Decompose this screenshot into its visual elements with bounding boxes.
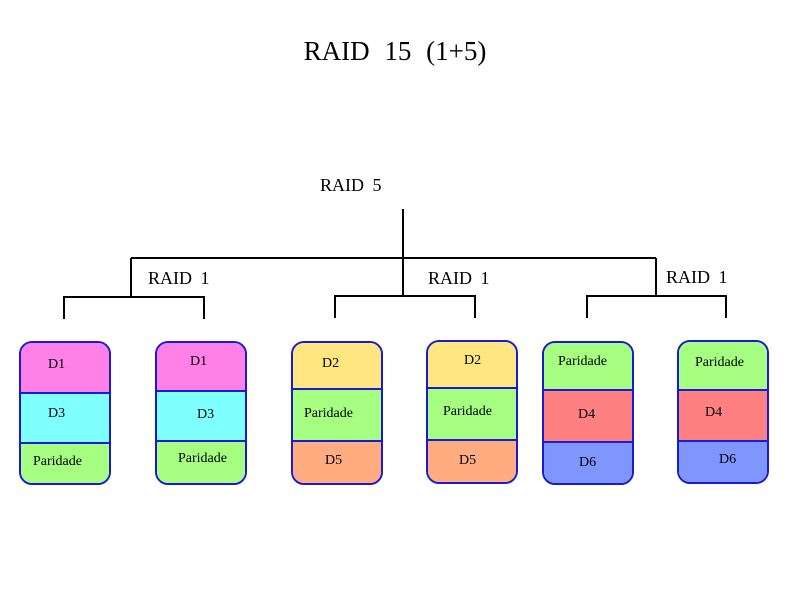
segment-label: Paridade: [443, 404, 492, 419]
disk-segment: D5: [428, 441, 516, 482]
diagram-title: RAID 15 (1+5): [303, 36, 487, 66]
disk-segment: D6: [679, 442, 767, 482]
disk-segment: D3: [21, 394, 109, 444]
segment-label: Paridade: [33, 454, 82, 469]
disk-segment: Paridade: [21, 444, 109, 483]
raid1-middle-label: RAID 1: [428, 268, 490, 288]
disk-segment: D3: [157, 392, 245, 442]
disk-4: D2 Paridade D5: [426, 340, 518, 484]
raid1-right-label: RAID 1: [666, 267, 728, 287]
disk-segment: D2: [293, 343, 381, 390]
disk-1: D1 D3 Paridade: [19, 341, 111, 485]
disk-segment: D1: [21, 343, 109, 394]
segment-label: D5: [325, 453, 343, 468]
disk-6: Paridade D4 D6: [677, 340, 769, 484]
segment-label: D6: [719, 452, 737, 467]
segment-label: D4: [578, 407, 596, 422]
segment-label: D2: [464, 353, 482, 368]
segment-label: D3: [48, 406, 66, 421]
disk-segment: Paridade: [544, 343, 632, 391]
segment-label: D6: [579, 455, 597, 470]
segment-label: Paridade: [178, 451, 227, 466]
segment-label: D3: [197, 407, 215, 422]
disk-segment: D5: [293, 442, 381, 483]
segment-label: D1: [48, 357, 66, 372]
segment-label: D4: [705, 405, 723, 420]
disk-segment: Paridade: [428, 389, 516, 441]
segment-label: D5: [459, 453, 477, 468]
disk-segment: D1: [157, 343, 245, 392]
disk-segment: Paridade: [157, 442, 245, 483]
disk-segment: D2: [428, 342, 516, 389]
segment-label: Paridade: [558, 354, 607, 369]
raid5-label: RAID 5: [320, 175, 382, 195]
segment-label: Paridade: [695, 355, 744, 370]
disk-2: D1 D3 Paridade: [155, 341, 247, 485]
segment-label: Paridade: [304, 406, 353, 421]
segment-label: D1: [190, 354, 208, 369]
disk-segment: D4: [544, 391, 632, 443]
raid1-left-label: RAID 1: [148, 268, 210, 288]
disk-segment: D6: [544, 443, 632, 483]
disk-segment: Paridade: [293, 390, 381, 442]
segment-label: D2: [322, 356, 340, 371]
disk-3: D2 Paridade D5: [291, 341, 383, 485]
disk-5: Paridade D4 D6: [542, 341, 634, 485]
disk-segment: Paridade: [679, 342, 767, 391]
disk-segment: D4: [679, 391, 767, 442]
